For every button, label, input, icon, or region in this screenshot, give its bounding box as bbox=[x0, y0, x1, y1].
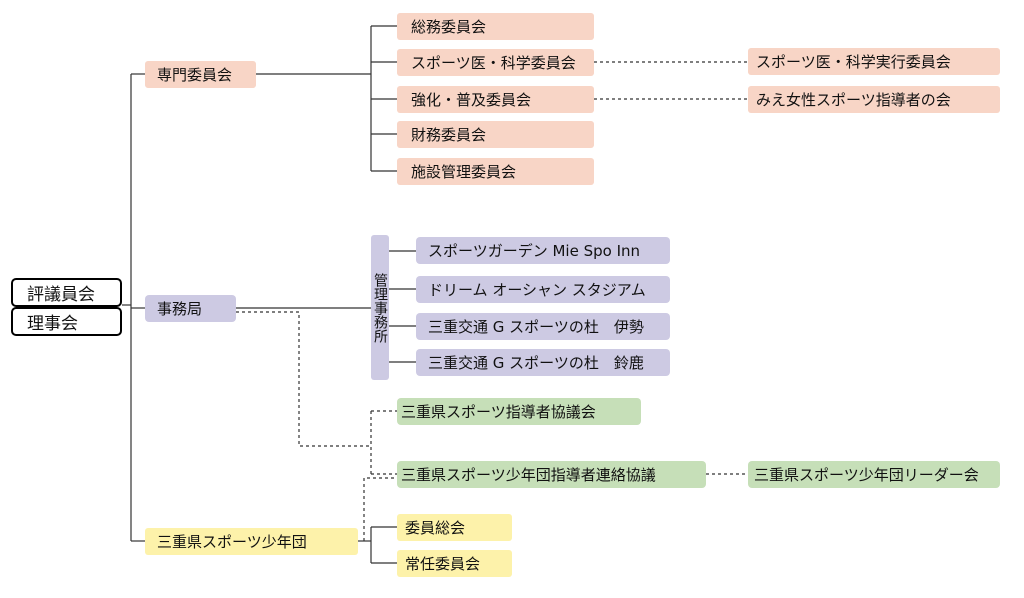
management-office-label: 管理事務所 bbox=[372, 272, 388, 343]
finance-committee: 財務委員会 bbox=[397, 121, 594, 148]
secretariat-box: 事務局 bbox=[145, 295, 236, 322]
facility-mie-spo-inn: スポーツガーデン Mie Spo Inn bbox=[416, 237, 670, 264]
facility-sports-forest-suzuka: 三重交通 G スポーツの杜 鈴鹿 bbox=[416, 349, 670, 376]
sports-instructors-association-label: 三重県スポーツ指導者協議会 bbox=[401, 403, 596, 421]
management-office-box: 管理事務所 bbox=[371, 235, 389, 380]
finance-committee-label: 財務委員会 bbox=[411, 126, 487, 144]
youth-instructors-council-label: 三重県スポーツ少年団指導者連絡協議 bbox=[401, 466, 656, 484]
facility-sports-forest-suzuka-label: 三重交通 G スポーツの杜 鈴鹿 bbox=[428, 354, 644, 372]
reinforcement-committee: 強化・普及委員会 bbox=[397, 86, 594, 113]
secretariat-label: 事務局 bbox=[157, 300, 203, 318]
general-affairs-committee-label: 総務委員会 bbox=[411, 18, 487, 36]
standing-committee-label: 常任委員会 bbox=[405, 555, 481, 573]
board-label: 理事会 bbox=[27, 314, 78, 334]
board-box: 理事会 bbox=[11, 307, 122, 336]
facility-mie-spo-inn-label: スポーツガーデン Mie Spo Inn bbox=[428, 242, 641, 260]
youth-group-box: 三重県スポーツ少年団 bbox=[145, 528, 358, 555]
general-assembly-label: 委員総会 bbox=[405, 519, 466, 537]
reinforcement-committee-label: 強化・普及委員会 bbox=[411, 91, 532, 109]
mie-women-sports-instructors: みえ女性スポーツ指導者の会 bbox=[748, 86, 1000, 113]
specialist-committee-box: 専門委員会 bbox=[145, 61, 256, 88]
council-label: 評議員会 bbox=[27, 285, 95, 305]
youth-instructors-council: 三重県スポーツ少年団指導者連絡協議 bbox=[397, 461, 706, 488]
facility-management-committee-label: 施設管理委員会 bbox=[411, 163, 517, 181]
sports-instructors-association: 三重県スポーツ指導者協議会 bbox=[397, 398, 641, 425]
youth-leaders-association-label: 三重県スポーツ少年団リーダー会 bbox=[754, 466, 979, 484]
specialist-committee-label: 専門委員会 bbox=[157, 66, 233, 84]
facility-dream-ocean-stadium-label: ドリーム オーシャン スタジアム bbox=[428, 281, 646, 299]
sports-science-executive-committee-label: スポーツ医・科学実行委員会 bbox=[756, 53, 951, 71]
youth-leaders-association: 三重県スポーツ少年団リーダー会 bbox=[748, 461, 1000, 488]
council-box: 評議員会 bbox=[11, 278, 122, 307]
standing-committee-box: 常任委員会 bbox=[397, 550, 512, 577]
youth-group-label: 三重県スポーツ少年団 bbox=[157, 533, 307, 551]
general-assembly-box: 委員総会 bbox=[397, 514, 512, 541]
facility-management-committee: 施設管理委員会 bbox=[397, 158, 594, 185]
general-affairs-committee: 総務委員会 bbox=[397, 13, 594, 40]
sports-science-committee: スポーツ医・科学委員会 bbox=[397, 49, 594, 76]
facility-dream-ocean-stadium: ドリーム オーシャン スタジアム bbox=[416, 276, 670, 303]
facility-sports-forest-ise-label: 三重交通 G スポーツの杜 伊勢 bbox=[428, 318, 644, 336]
sports-science-committee-label: スポーツ医・科学委員会 bbox=[411, 54, 576, 72]
sports-science-executive-committee: スポーツ医・科学実行委員会 bbox=[748, 48, 1000, 75]
facility-sports-forest-ise: 三重交通 G スポーツの杜 伊勢 bbox=[416, 313, 670, 340]
mie-women-sports-instructors-label: みえ女性スポーツ指導者の会 bbox=[756, 91, 951, 109]
